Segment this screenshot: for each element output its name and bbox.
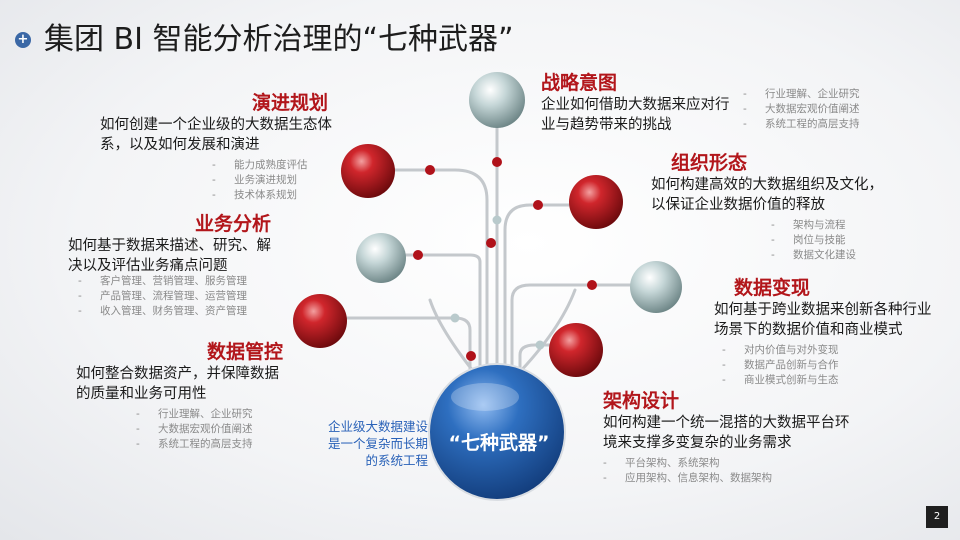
branch-node-dot bbox=[466, 351, 476, 361]
weapon-sphere bbox=[549, 323, 603, 377]
list-item: -技术体系规划 bbox=[212, 189, 297, 201]
weapon-items: -客户管理、营销管理、服务管理 -产品管理、流程管理、运营管理 -收入管理、财务… bbox=[78, 274, 283, 319]
weapon-items: -行业理解、企业研究 -大数据宏观价值阐述 -系统工程的高层支持 bbox=[743, 87, 860, 132]
center-sphere-highlight bbox=[451, 383, 519, 411]
branch-line bbox=[383, 253, 482, 372]
weapon-description: 企业如何借助大数据来应对行业与趋势带来的挑战 bbox=[541, 97, 730, 133]
weapon-organization: 组织形态 如何构建高效的大数据组织及文化，以保证企业数据价值的释放 -架构与流程… bbox=[651, 151, 891, 263]
weapon-title: 架构设计 bbox=[603, 390, 680, 412]
list-item: -对内价值与对外变现 bbox=[722, 344, 839, 356]
weapon-title: 业务分析 bbox=[194, 213, 271, 235]
weapon-items: -能力成熟度评估 -业务演进规划 -技术体系规划 bbox=[212, 158, 350, 203]
list-item: -商业模式创新与生态 bbox=[722, 374, 839, 386]
branch-node-dot bbox=[535, 340, 545, 350]
branch-line bbox=[428, 298, 479, 378]
list-item: -数据文化建设 bbox=[771, 249, 856, 261]
weapon-evolution-planning: 演进规划 如何创建一个企业级的大数据生态体系，以及如何发展和演进 -能力成熟度评… bbox=[100, 91, 350, 203]
list-item: -系统工程的高层支持 bbox=[136, 438, 253, 450]
branch-line bbox=[514, 288, 577, 378]
weapon-architecture-design: 架构设计 如何构建一个统一混搭的大数据平台环境来支撑多变复杂的业务需求 -平台架… bbox=[603, 389, 863, 486]
list-item: -大数据宏观价值阐述 bbox=[743, 103, 860, 115]
weapon-items: -架构与流程 -岗位与技能 -数据文化建设 bbox=[771, 218, 891, 263]
list-item: -系统工程的高层支持 bbox=[743, 118, 860, 130]
list-item: -业务演进规划 bbox=[212, 174, 297, 186]
branch-node-dot bbox=[533, 200, 543, 210]
weapon-data-monetization: 数据变现 如何基于跨业数据来创新各种行业场景下的数据价值和商业模式 -对内价值与… bbox=[714, 276, 950, 388]
branch-node-dot bbox=[450, 313, 460, 323]
weapon-items: -行业理解、企业研究 -大数据宏观价值阐述 -系统工程的高层支持 bbox=[136, 407, 291, 452]
list-item: -平台架构、系统架构 bbox=[603, 457, 720, 469]
weapon-strategic-intent: 战略意图 企业如何借助大数据来应对行业与趋势带来的挑战 -行业理解、企业研究 -… bbox=[541, 71, 891, 135]
weapon-title: 演进规划 bbox=[251, 92, 328, 114]
weapon-sphere bbox=[341, 144, 395, 198]
branch-node-dot bbox=[492, 157, 502, 167]
list-item: -应用架构、信息架构、数据架构 bbox=[603, 472, 772, 484]
list-item: -大数据宏观价值阐述 bbox=[136, 423, 253, 435]
weapon-sphere bbox=[569, 175, 623, 229]
branch-node-dot bbox=[486, 238, 496, 248]
list-item: -数据产品创新与合作 bbox=[722, 359, 839, 371]
center-sphere bbox=[428, 363, 566, 501]
branch-node-dot bbox=[492, 215, 502, 225]
weapon-description: 如何创建一个企业级的大数据生态体系，以及如何发展和演进 bbox=[100, 117, 332, 153]
list-item: -架构与流程 bbox=[771, 219, 846, 231]
plus-circle-icon: + bbox=[15, 32, 31, 48]
weapon-sphere bbox=[469, 72, 525, 128]
weapon-sphere bbox=[630, 261, 682, 313]
weapon-items: -对内价值与对外变现 -数据产品创新与合作 -商业模式创新与生态 bbox=[722, 343, 950, 388]
page-title: 集团 BI 智能分析治理的“七种武器” bbox=[44, 22, 514, 57]
weapon-title: 数据管控 bbox=[206, 341, 283, 363]
weapon-description: 如何基于数据来描述、研究、解决以及评估业务痛点问题 bbox=[68, 238, 271, 274]
branch-node-dot bbox=[413, 250, 423, 260]
weapon-title: 组织形态 bbox=[671, 152, 748, 174]
weapon-description: 如何构建高效的大数据组织及文化，以保证企业数据价值的释放 bbox=[651, 177, 883, 213]
weapon-description: 如何整合数据资产，并保障数据的质量和业务可用性 bbox=[76, 366, 279, 402]
page-number: 2 bbox=[926, 506, 948, 528]
list-item: -行业理解、企业研究 bbox=[136, 408, 253, 420]
list-item: -行业理解、企业研究 bbox=[743, 88, 860, 100]
weapon-business-analysis: 业务分析 如何基于数据来描述、研究、解决以及评估业务痛点问题 -客户管理、营销管… bbox=[68, 212, 283, 319]
branch-line bbox=[510, 283, 659, 377]
branch-line bbox=[370, 168, 489, 372]
branch-line bbox=[503, 203, 599, 372]
list-item: -岗位与技能 bbox=[771, 234, 846, 246]
branch-node-dot bbox=[587, 280, 597, 290]
list-item: -客户管理、营销管理、服务管理 bbox=[78, 275, 247, 287]
center-note: 企业级大数据建设是一个复杂而长期的系统工程 bbox=[327, 419, 428, 468]
list-item: -产品管理、流程管理、运营管理 bbox=[78, 290, 247, 302]
weapon-description: 如何构建一个统一混搭的大数据平台环境来支撑多变复杂的业务需求 bbox=[603, 415, 850, 451]
branch-line bbox=[518, 343, 579, 387]
weapon-sphere bbox=[293, 294, 347, 348]
weapon-title: 数据变现 bbox=[734, 277, 811, 299]
list-item: -收入管理、财务管理、资产管理 bbox=[78, 305, 247, 317]
weapon-data-governance: 数据管控 如何整合数据资产，并保障数据的质量和业务可用性 -行业理解、企业研究 … bbox=[76, 340, 291, 452]
weapon-sphere bbox=[356, 233, 406, 283]
center-label: “七种武器” bbox=[448, 432, 550, 454]
list-item: -能力成熟度评估 bbox=[212, 159, 308, 171]
branch-node-dot bbox=[425, 165, 435, 175]
weapon-description: 如何基于跨业数据来创新各种行业场景下的数据价值和商业模式 bbox=[714, 302, 932, 338]
weapon-title: 战略意图 bbox=[541, 72, 618, 94]
weapon-items: -平台架构、系统架构 -应用架构、信息架构、数据架构 bbox=[603, 456, 863, 486]
